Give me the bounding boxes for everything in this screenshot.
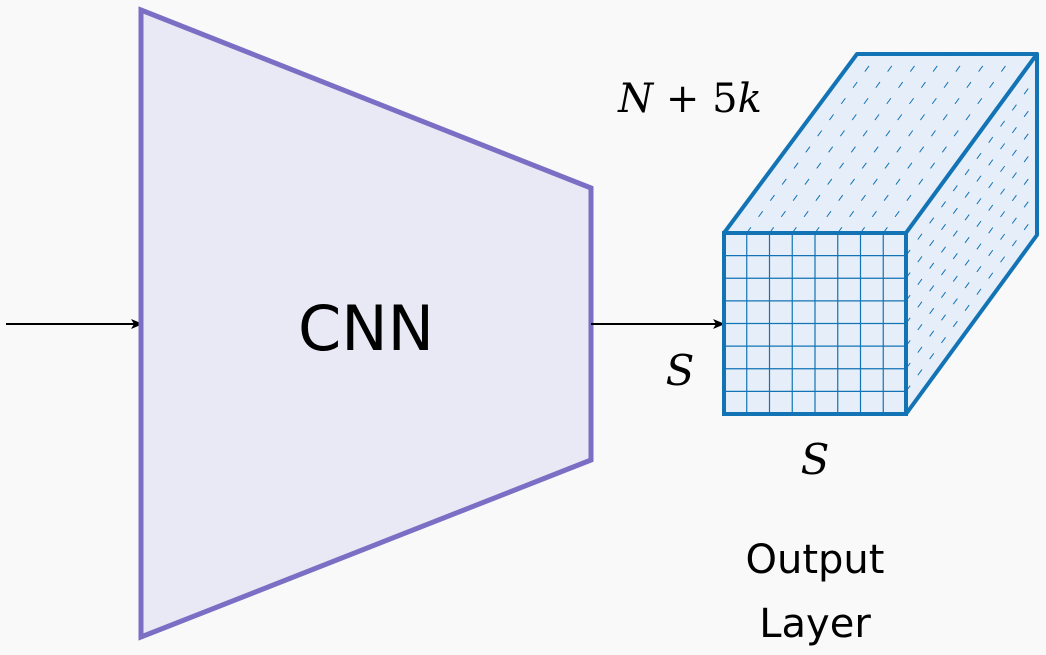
hatch-line <box>791 53 924 234</box>
hatch-line <box>905 212 1038 392</box>
tensor-front-grid <box>724 233 906 414</box>
height-label: S <box>666 346 695 395</box>
hatch-line <box>905 121 1038 302</box>
depth-label-k: k <box>738 76 762 122</box>
cnn-label: CNN <box>298 292 434 365</box>
hatch-line <box>882 53 1015 234</box>
hatch-line <box>905 98 1038 279</box>
hatch-line <box>837 53 970 234</box>
width-label: S <box>801 435 830 484</box>
depth-label: N + 5k <box>617 76 762 122</box>
depth-label-n: N <box>617 76 655 122</box>
hatch-line <box>814 53 947 234</box>
hatch-line <box>860 53 992 234</box>
tensor-side-hatching <box>905 76 1038 392</box>
hatch-line <box>746 53 879 234</box>
hatch-line <box>905 144 1038 324</box>
depth-label-plus: + 5 <box>653 76 737 122</box>
cnn-block <box>138 6 594 641</box>
output-caption-line2: Layer <box>759 601 871 647</box>
hatch-line <box>905 189 1038 370</box>
output-tensor <box>722 52 1039 416</box>
output-caption-line1: Output <box>746 537 885 583</box>
hatch-line <box>905 166 1038 347</box>
tensor-top-hatching <box>746 53 1015 234</box>
hatch-line <box>769 53 901 234</box>
hatch-line <box>905 76 1038 256</box>
